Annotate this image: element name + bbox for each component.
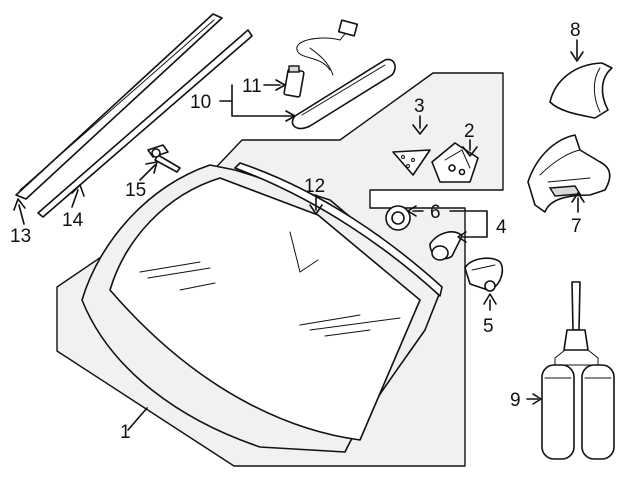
callout-10: 10 — [190, 92, 211, 113]
callout-1: 1 — [120, 422, 131, 443]
callout-6: 6 — [430, 202, 441, 223]
mirror-connector — [283, 65, 305, 98]
side-moulding-inner — [37, 29, 253, 218]
top-moulding — [234, 162, 443, 297]
rear-view-mirror — [291, 19, 396, 130]
clip-fastener — [147, 144, 181, 173]
sensor-gasket — [385, 205, 411, 231]
side-moulding-outer — [15, 13, 223, 200]
callout-11: 11 — [242, 76, 262, 97]
callout-14: 14 — [62, 210, 84, 231]
callout-3: 3 — [414, 96, 425, 117]
sensor-cover — [464, 257, 504, 292]
callout-13: 13 — [10, 226, 31, 247]
callout-7: 7 — [571, 216, 582, 237]
windshield-glass — [81, 164, 441, 453]
callout-8: 8 — [570, 20, 581, 41]
callout-12: 12 — [304, 176, 325, 197]
urethane-adhesive-kit — [541, 281, 615, 460]
callout-5: 5 — [483, 316, 494, 337]
mirror-cover-upper — [549, 62, 613, 119]
callout-labels: 1 2 3 4 5 6 7 8 9 10 11 12 13 14 15 — [10, 20, 582, 443]
leader-lines — [13, 39, 585, 431]
mirror-cover-lower — [527, 134, 611, 213]
callout-15: 15 — [125, 180, 146, 201]
rain-sensor — [429, 231, 463, 261]
mirror-pad — [392, 149, 431, 176]
callout-2: 2 — [464, 121, 475, 142]
callout-9: 9 — [510, 390, 521, 411]
callout-4: 4 — [496, 217, 507, 238]
